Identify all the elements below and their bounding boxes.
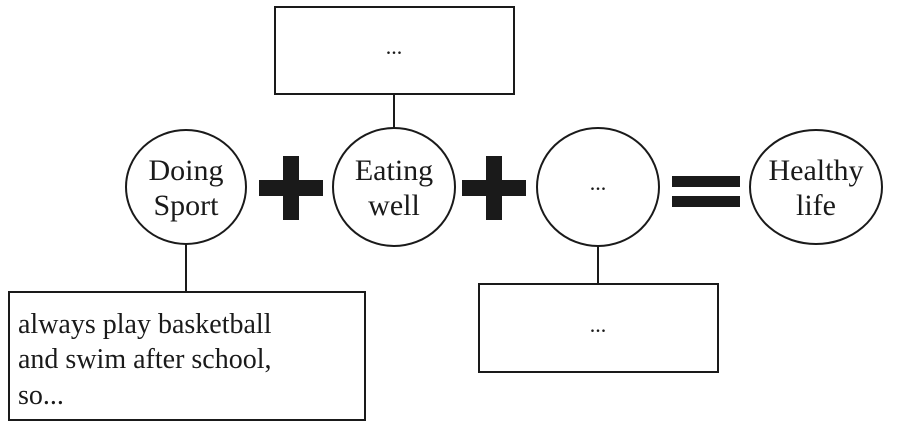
- healthy-life-line2: life: [796, 189, 836, 222]
- bottom-right-box-label: ...: [590, 312, 607, 337]
- circle-unknown: ...: [536, 127, 660, 247]
- unknown-circle-label: ...: [590, 170, 607, 195]
- circle-healthy-life: Healthy life: [749, 129, 883, 245]
- equals-sign-icon: [672, 176, 740, 207]
- plus-sign-icon: [462, 156, 526, 220]
- bottom-left-box: always play basketball and swim after sc…: [8, 291, 366, 421]
- eating-well-line1: Eating: [355, 154, 433, 187]
- circle-doing-sport: Doing Sport: [125, 129, 247, 245]
- circle-eating-well: Eating well: [332, 127, 456, 247]
- healthy-life-line1: Healthy: [769, 154, 864, 187]
- eating-well-line2: well: [368, 189, 420, 222]
- top-box: ...: [274, 6, 515, 95]
- doing-sport-line1: Doing: [149, 154, 224, 187]
- doing-sport-line2: Sport: [153, 189, 219, 222]
- bottom-left-box-line2: and swim after school,: [18, 344, 272, 375]
- top-box-label: ...: [386, 34, 403, 59]
- plus-sign-icon: [259, 156, 323, 220]
- bottom-right-box: ...: [478, 283, 719, 373]
- bottom-left-box-line3: so...: [18, 380, 64, 411]
- bottom-left-box-line1: always play basketball: [18, 309, 272, 340]
